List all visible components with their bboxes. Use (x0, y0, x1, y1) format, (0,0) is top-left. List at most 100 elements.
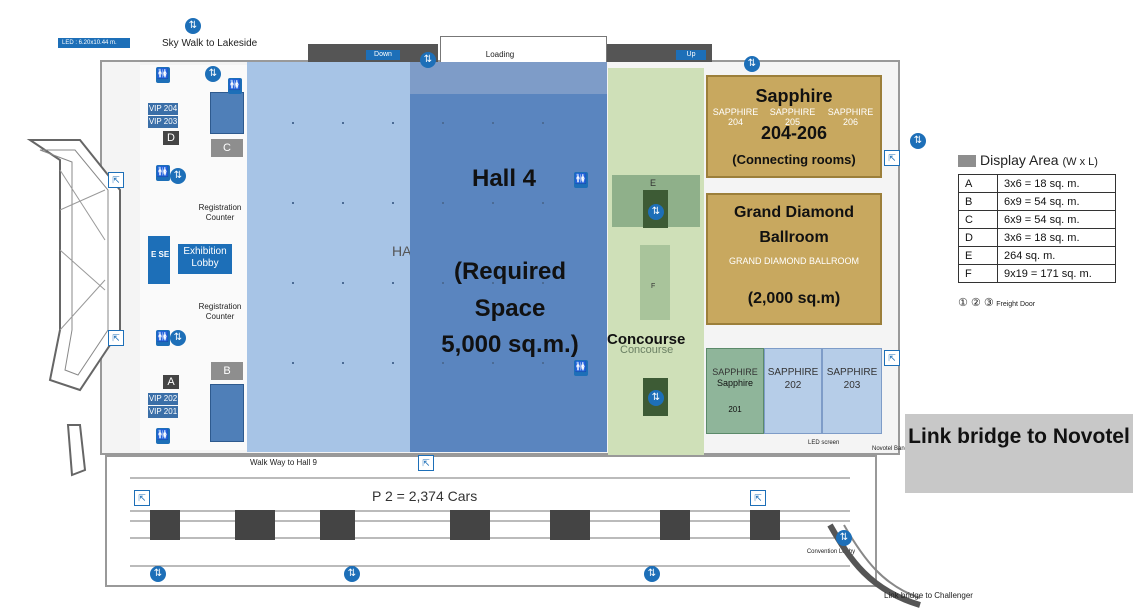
led-badge (58, 38, 130, 48)
restroom-icon-top: 🚻 (228, 78, 242, 94)
sapphire-204-small: SAPPHIRE 204 (712, 107, 759, 127)
organizer-rooms-top (210, 92, 244, 134)
escalator-icon-lobby: ⇅ (836, 530, 852, 546)
exit-icon-parking-3: ⇱ (750, 490, 766, 506)
legend-value: 3x6 = 18 sq. m. (997, 174, 1116, 193)
escalator-icon-left-bottom: ⇅ (170, 330, 186, 346)
legend-title: Display Area (W x L) (980, 152, 1098, 168)
sapphire-202-label: SAPPHIRE 202 (767, 367, 819, 391)
sapphire-title-3: (Connecting rooms) (732, 152, 856, 167)
box-c: C (211, 139, 243, 157)
up-label: Up (686, 51, 696, 58)
sapphire-201-a: Sapphire (716, 378, 754, 388)
up-badge (676, 50, 706, 60)
escalator-icon-top-left: ⇅ (205, 66, 221, 82)
grand-area: (2,000 sq.m) (706, 290, 882, 308)
escalator-icon-concourse-2: ⇅ (648, 390, 664, 406)
box-d: D (163, 131, 179, 145)
escalator-icon-parking-1: ⇅ (150, 566, 166, 582)
box-f-label: F (651, 283, 656, 290)
sapphire-202[interactable] (764, 348, 822, 434)
hall-9[interactable] (247, 62, 410, 452)
sapphire-201-top: SAPPHIRE (712, 367, 758, 377)
required-space-value: 5,000 sq.m.) (441, 331, 579, 358)
column-grid (292, 122, 544, 364)
legend-key: B (958, 192, 998, 211)
restroom-icon-left-3: 🚻 (156, 428, 170, 444)
hall-4-upper-dock (410, 62, 607, 94)
hall-4-label: Hall 4 (472, 165, 537, 192)
skywalk-label: Sky Walk to Lakeside (162, 38, 258, 49)
vip-204[interactable]: VIP 204 (148, 103, 178, 115)
escalator-icon-skywalk: ⇅ (185, 18, 201, 34)
escalator-icon-left-mid: ⇅ (170, 168, 186, 184)
box-a: A (163, 375, 179, 389)
legend-key: C (958, 210, 998, 229)
legend-key: D (958, 228, 998, 247)
legend-key: A (958, 174, 998, 193)
freight-door-legend: ① ② ③ Freight Door (958, 296, 1035, 309)
exit-icon-left-1: ⇱ (108, 172, 124, 188)
legend-value: 6x9 = 54 sq. m. (997, 192, 1116, 211)
grand-title-1: Grand Diamond (733, 204, 854, 221)
exit-icon-right: ⇱ (884, 150, 900, 166)
exit-icon-parking-2: ⇱ (418, 455, 434, 471)
exit-icon-parking-1: ⇱ (134, 490, 150, 506)
restroom-icon-hall-2: 🚻 (574, 360, 588, 376)
esse-logo (148, 236, 170, 284)
led-label: LED : 6.20x10.44 m. (62, 40, 117, 46)
freight-door-numbers: ① ② ③ (958, 297, 994, 309)
escalator-icon-parking-2: ⇅ (344, 566, 360, 582)
vip-202[interactable]: VIP 202 (148, 393, 178, 405)
hall-4[interactable] (410, 62, 607, 452)
legend-title-text: Display Area (980, 152, 1059, 168)
sapphire-206-small: SAPPHIRE 206 (827, 107, 874, 127)
exhibition-lobby[interactable] (178, 244, 232, 274)
box-e-label: E (650, 178, 657, 188)
link-bridge-novotel[interactable] (905, 414, 1133, 493)
entrance-canopy (26, 139, 121, 392)
escalator-icon-concourse-1: ⇅ (648, 204, 664, 220)
sapphire-203[interactable] (822, 348, 882, 434)
down-label: Down (374, 51, 392, 58)
registration-counter-bottom: Registration Counter (198, 302, 242, 321)
organizer-rooms-bottom (210, 384, 244, 442)
legend-value: 9x19 = 171 sq. m. (997, 264, 1116, 283)
freight-door-label: Freight Door (996, 301, 1036, 308)
required-space-line2: Space (474, 295, 546, 322)
loading-label: Loading (485, 50, 515, 59)
escalator-icon-right: ⇅ (910, 133, 926, 149)
challenger-label: Link bridge to Challenger (884, 591, 973, 600)
exit-icon-right-2: ⇱ (884, 350, 900, 366)
restroom-icon-left-2: 🚻 (156, 330, 170, 346)
sapphire-204-206[interactable] (706, 75, 882, 178)
sapphire-title-1: Sapphire (755, 86, 833, 106)
exhibition-lobby-label: Exhibition Lobby (183, 246, 227, 269)
grand-diamond-ballroom[interactable] (706, 193, 882, 325)
down-badge (366, 50, 400, 60)
concourse-small-label: Concourse (620, 344, 674, 356)
exit-icon-left-2: ⇱ (108, 330, 124, 346)
legend-swatch (958, 155, 976, 167)
convention-lobby-label: Convention Lobby (806, 549, 856, 555)
grand-small-label: GRAND DIAMOND BALLROOM (728, 256, 860, 266)
sapphire-201[interactable] (706, 348, 764, 434)
required-space-line1: (Required (453, 258, 566, 285)
box-b: B (211, 362, 243, 380)
legend-value: 264 sq. m. (997, 246, 1116, 265)
walkway-label: Walk Way to Hall 9 (250, 458, 317, 467)
legend-title-units: (W x L) (1062, 156, 1098, 168)
required-space-line3: 5,000 sq.m.) (410, 331, 610, 359)
vip-203[interactable]: VIP 203 (148, 116, 178, 128)
restroom-icon-hall-1: 🚻 (574, 172, 588, 188)
display-area-f[interactable] (640, 245, 670, 320)
legend-key: E (958, 246, 998, 265)
restroom-icon-left-4: 🚻 (156, 67, 170, 83)
vip-201[interactable]: VIP 201 (148, 406, 178, 418)
concourse-label: Concourse (607, 331, 686, 348)
sapphire-205-small: SAPPHIRE 205 (769, 107, 816, 127)
